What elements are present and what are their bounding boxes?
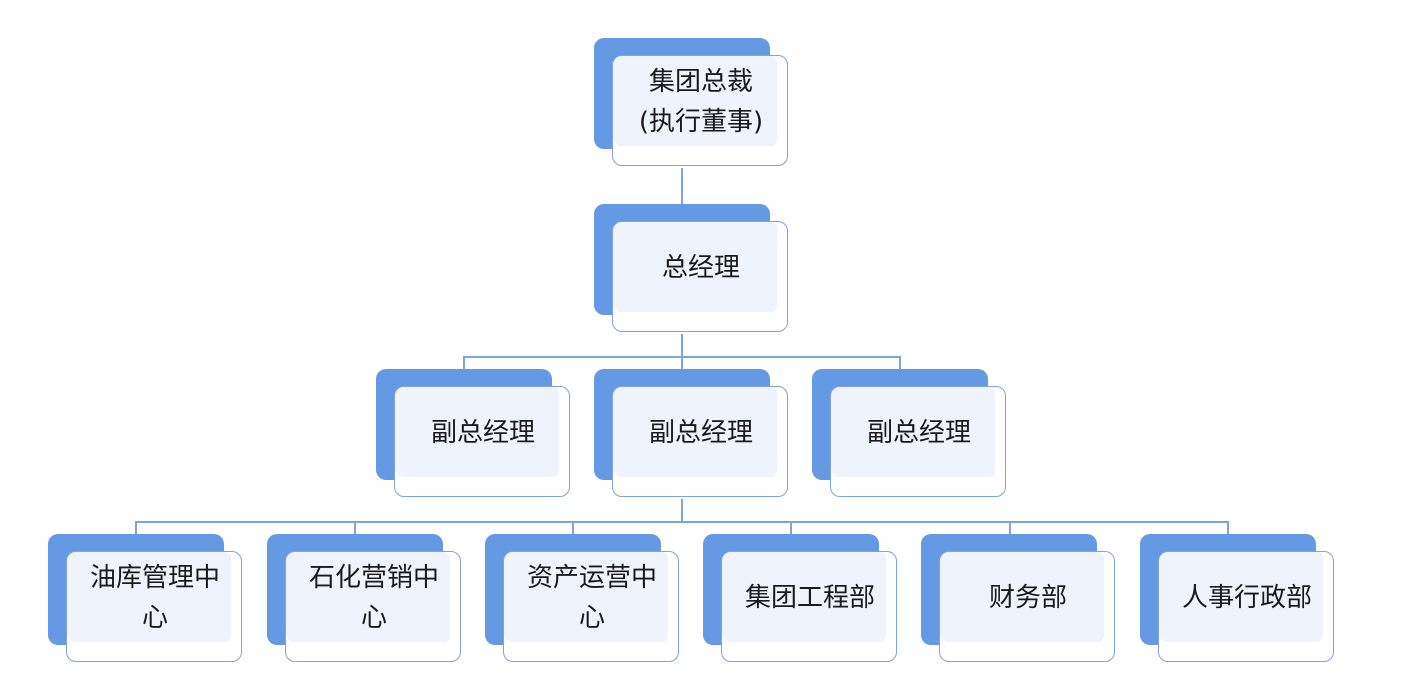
- node-vp-1: 副总经理: [376, 369, 572, 499]
- node-label: 石化营销中心: [308, 563, 439, 633]
- node-front-card: 人事行政部: [1158, 551, 1334, 662]
- node-label: 人事行政部: [1181, 583, 1312, 613]
- node-dept-2: 石化营销中心: [267, 534, 463, 664]
- node-dept-5: 财务部: [921, 534, 1117, 664]
- node-front-card: 油库管理中心: [66, 551, 242, 662]
- node-dept-3: 资产运营中心: [485, 534, 681, 664]
- node-front-card: 副总经理: [394, 386, 570, 497]
- node-front-card: 集团工程部: [721, 551, 897, 662]
- node-dept-1: 油库管理中心: [48, 534, 244, 664]
- node-front-card: 资产运营中心: [503, 551, 679, 662]
- node-label: 总经理: [661, 253, 740, 283]
- node-gm: 总经理: [594, 204, 790, 334]
- node-dept-4: 集团工程部: [703, 534, 899, 664]
- node-label: 油库管理中心: [89, 563, 220, 633]
- connector-ceo-gm: [681, 168, 683, 222]
- node-label: 副总经理: [648, 418, 753, 448]
- ceo-subtitle: (执行董事): [638, 107, 764, 137]
- node-front-card: 副总经理: [612, 386, 788, 497]
- node-vp-2: 副总经理: [594, 369, 790, 499]
- ceo-title: 集团总裁: [648, 67, 753, 97]
- node-front-card: 副总经理: [830, 386, 1006, 497]
- node-ceo: 集团总裁 (执行董事): [594, 38, 790, 168]
- node-front-card: 财务部: [939, 551, 1115, 662]
- node-front-card: 集团总裁 (执行董事): [612, 55, 788, 166]
- node-vp-3: 副总经理: [812, 369, 1008, 499]
- node-label: 副总经理: [866, 418, 971, 448]
- node-front-card: 石化营销中心: [285, 551, 461, 662]
- connector-gm-down: [681, 334, 683, 357]
- node-label: 财务部: [988, 583, 1067, 613]
- node-label: 资产运营中心: [526, 563, 657, 633]
- node-dept-6: 人事行政部: [1140, 534, 1336, 664]
- connector-vp2-down: [681, 499, 683, 522]
- node-label: 集团总裁 (执行董事): [613, 56, 789, 148]
- node-label: 集团工程部: [744, 583, 875, 613]
- node-label: 副总经理: [430, 418, 535, 448]
- connector-dept-bus: [135, 521, 1228, 523]
- node-front-card: 总经理: [612, 221, 788, 332]
